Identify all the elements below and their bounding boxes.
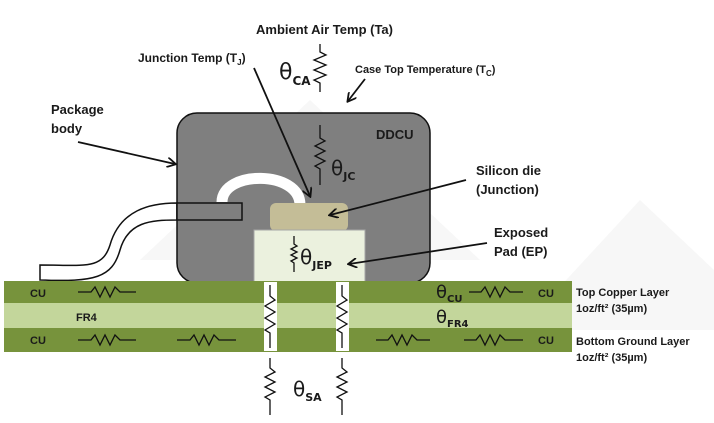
svg-text:Case Top Temperature (TC): Case Top Temperature (TC) xyxy=(355,64,496,78)
svg-text:θCA: θCA xyxy=(279,60,311,88)
theta-jc-sub: JC xyxy=(342,170,355,183)
junction-temp-text: Junction Temp (T xyxy=(138,51,238,65)
right-top-cu-label: CU xyxy=(538,288,554,300)
theta-jep-sub: JEP xyxy=(311,259,332,272)
exposed-pad-arrow xyxy=(349,242,488,264)
case-top-close: ) xyxy=(492,64,496,76)
bond-wire xyxy=(216,172,306,206)
theta-ca-sub: CA xyxy=(292,74,311,88)
svg-text:θCU: θCU xyxy=(436,282,462,305)
theta-jc-resistor xyxy=(313,125,327,185)
bottom-ground-desc-line1: Bottom Ground Layer xyxy=(576,336,690,348)
silicon-die-line1: Silicon die xyxy=(476,163,541,178)
theta-sa-resistor-left xyxy=(263,358,277,415)
theta-cu-sub: CU xyxy=(447,294,462,305)
junction-temp-close: ) xyxy=(242,51,246,65)
bottom-cu-resistor-right1 xyxy=(376,333,430,347)
bottom-cu-label: CU xyxy=(30,335,46,347)
package-lead xyxy=(39,202,178,282)
package-body-arrow xyxy=(77,141,175,164)
top-copper-description: Top Copper Layer 1oz/ft² (35µm) xyxy=(576,287,670,315)
junction-temp-sub: J xyxy=(237,58,241,67)
theta-sa-resistor-right xyxy=(335,358,349,415)
ambient-air-temp-label: Ambient Air Temp (Ta) xyxy=(256,22,393,37)
junction-temp-label: Junction Temp (TJ) xyxy=(138,51,246,67)
theta-symbol: θ xyxy=(293,377,305,401)
bottom-cu-resistor-left xyxy=(78,333,136,347)
via-right-resistor xyxy=(335,285,349,348)
fr4-core-layer xyxy=(4,303,572,328)
svg-text:θJEP: θJEP xyxy=(300,245,332,272)
top-cu-resistor-left xyxy=(78,285,136,299)
package-body-label: Package body xyxy=(51,102,104,136)
package-name-label: DDCU xyxy=(376,127,414,142)
silicon-die-label: Silicon die (Junction) xyxy=(476,163,541,197)
theta-jep-resistor xyxy=(289,236,299,272)
right-bottom-cu-label: CU xyxy=(538,335,554,347)
theta-cu-label: θCU xyxy=(436,282,462,305)
silicon-die-arrow xyxy=(330,179,467,215)
package-body-line1: Package xyxy=(51,102,104,117)
bottom-ground-description: Bottom Ground Layer 1oz/ft² (35µm) xyxy=(576,336,690,364)
bottom-cu-resistor-right2 xyxy=(464,333,523,347)
theta-fr4-label: θFR4 xyxy=(436,307,469,330)
top-copper-desc-line2: 1oz/ft² (35µm) xyxy=(576,303,647,315)
bottom-ground-desc-line2: 1oz/ft² (35µm) xyxy=(576,352,647,364)
bottom-cu-resistor-mid xyxy=(177,333,236,347)
case-top-arrow xyxy=(348,78,366,101)
theta-jc-label: θJC xyxy=(331,156,355,183)
svg-text:θSA: θSA xyxy=(293,377,322,404)
silicon-die-line2: (Junction) xyxy=(476,182,539,197)
theta-symbol: θ xyxy=(436,282,447,303)
theta-symbol: θ xyxy=(331,156,343,180)
theta-symbol: θ xyxy=(279,60,292,85)
case-top-sub: C xyxy=(486,69,492,78)
top-copper-desc-line1: Top Copper Layer xyxy=(576,287,670,299)
svg-text:θJC: θJC xyxy=(331,156,355,183)
via-left-resistor xyxy=(263,285,277,348)
top-cu-resistor-right xyxy=(469,285,523,299)
theta-sa-sub: SA xyxy=(305,391,322,404)
theta-symbol: θ xyxy=(436,307,447,328)
case-top-temp-label: Case Top Temperature (TC) xyxy=(355,64,496,78)
top-copper-layer xyxy=(4,281,572,303)
case-top-text: Case Top Temperature (T xyxy=(355,64,486,76)
theta-ca-resistor xyxy=(312,44,328,92)
exposed-pad-line2: Pad (EP) xyxy=(494,244,547,259)
theta-jep-label: θJEP xyxy=(300,245,332,272)
theta-symbol: θ xyxy=(300,245,312,269)
bottom-copper-layer xyxy=(4,328,572,352)
fr4-label: FR4 xyxy=(76,312,98,324)
svg-text:Junction Temp (TJ): Junction Temp (TJ) xyxy=(138,51,246,67)
exposed-pad-line1: Exposed xyxy=(494,225,548,240)
junction-temp-arrow xyxy=(253,67,310,196)
theta-ca-label: θCA xyxy=(279,60,311,88)
svg-text:θFR4: θFR4 xyxy=(436,307,469,330)
theta-fr4-sub: FR4 xyxy=(447,319,469,330)
silicon-die xyxy=(270,203,348,231)
package-body-line2: body xyxy=(51,121,83,136)
lead-frame xyxy=(176,202,243,221)
top-cu-label: CU xyxy=(30,288,46,300)
theta-sa-label: θSA xyxy=(293,377,322,404)
